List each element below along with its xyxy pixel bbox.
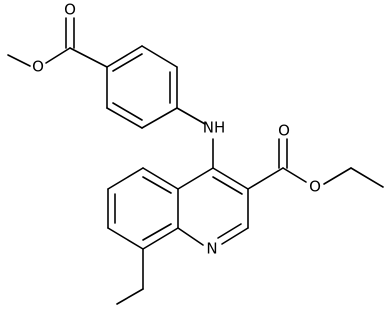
bond-q-c2-n bbox=[221, 227, 249, 245]
bond-o-carbonyl-left bbox=[45, 47, 71, 64]
bond-q-c4-c3-inner bbox=[212, 176, 243, 195]
bond-q-c4a-c4 bbox=[177, 167, 214, 190]
bond-benzene-2 bbox=[141, 45, 178, 68]
bond-benzene-5-inner bbox=[112, 102, 143, 121]
atom-o-methyl-ester-double: O bbox=[64, 1, 76, 19]
atom-o-ethyl-ester-double: O bbox=[278, 122, 290, 140]
bond-c3-carbonyl bbox=[247, 167, 284, 190]
bond-o-ethyl-ch2 bbox=[323, 167, 352, 185]
bond-carbonyl-ring-top bbox=[69, 47, 108, 68]
atom-o-ethyl-ester-single: O bbox=[309, 178, 321, 196]
bond-q-n-c8a bbox=[177, 227, 204, 246]
bond-q-c4-c3 bbox=[212, 167, 249, 190]
bond-benzene-4 bbox=[141, 107, 178, 129]
bond-ethyl-ch2-ch3 bbox=[350, 167, 384, 188]
bond-q-c7-c8 bbox=[107, 227, 144, 250]
bond-carbonyl-o-single-right bbox=[282, 167, 307, 183]
atom-labels: O O NH O O N bbox=[32, 1, 321, 258]
bond-ring-to-nh bbox=[176, 107, 206, 125]
bonds bbox=[7, 17, 384, 305]
atom-nh: NH bbox=[203, 119, 226, 137]
atom-o-methyl-ester-single: O bbox=[32, 58, 44, 76]
bond-q-c8-c8a bbox=[142, 227, 179, 250]
bond-benzene-1 bbox=[106, 45, 143, 68]
bond-q-c2-n-inner bbox=[217, 223, 242, 239]
atom-n-quinoline: N bbox=[206, 240, 217, 258]
bond-q-c4a-c5 bbox=[142, 167, 179, 190]
bond-benzene-1-inner bbox=[112, 53, 143, 72]
bond-q-c8-c8a-inner bbox=[142, 223, 172, 241]
bond-q-c4a-c5-inner bbox=[142, 176, 172, 194]
bond-benzene-5 bbox=[106, 107, 143, 129]
bond-q-c5-c6 bbox=[107, 167, 144, 190]
bond-ethyl-2 bbox=[116, 288, 144, 305]
bond-methyl-o bbox=[7, 54, 31, 67]
